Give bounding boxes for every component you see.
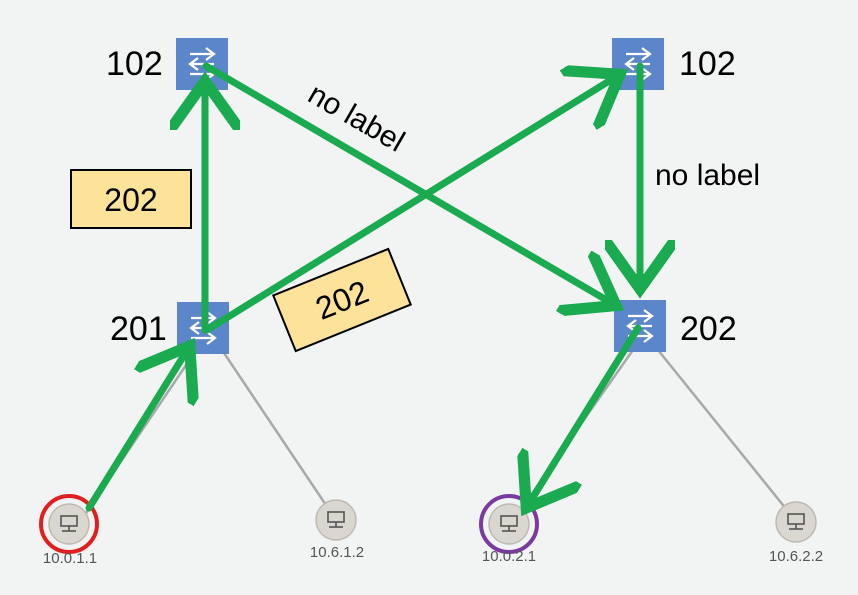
host-icon xyxy=(488,503,530,545)
arrow-s102-left-to-s202 xyxy=(202,62,610,302)
switch-label-top-left: 102 xyxy=(106,45,163,83)
host-icon xyxy=(775,501,817,543)
label-box-left: 202 xyxy=(70,169,192,229)
switch-label-mid-right: 202 xyxy=(680,310,737,348)
switch-icon xyxy=(174,36,230,92)
host-h3[interactable] xyxy=(479,494,539,554)
path-arrows xyxy=(85,62,642,512)
links xyxy=(78,339,796,523)
host-h2[interactable] xyxy=(315,499,357,541)
host-h1[interactable] xyxy=(39,494,99,554)
link-s201-h2 xyxy=(220,349,338,521)
arrow-s202-to-h3 xyxy=(530,324,642,502)
edge-label-right-vertical: no label xyxy=(655,159,760,192)
label-box-left-text: 202 xyxy=(104,182,157,218)
host-h4[interactable] xyxy=(775,501,817,543)
arrow-s201-to-s102-right xyxy=(203,78,614,334)
host-highlight-ring xyxy=(479,494,539,554)
host-label-h1: 10.0.1.1 xyxy=(43,550,97,567)
switch-label-mid-left: 201 xyxy=(110,310,167,348)
host-label-h3: 10.0.2.1 xyxy=(482,548,536,565)
switch-top-left[interactable] xyxy=(174,36,230,92)
host-icon xyxy=(48,503,90,545)
host-highlight-ring xyxy=(39,494,99,554)
host-label-h2: 10.6.1.2 xyxy=(310,544,364,561)
label-box-rotated: 202 xyxy=(271,247,413,353)
host-icon xyxy=(315,499,357,541)
host-label-h4: 10.6.2.2 xyxy=(769,548,823,565)
link-s202-h4 xyxy=(657,349,796,521)
switch-label-top-right: 102 xyxy=(679,45,736,83)
arrow-h1-to-s201 xyxy=(85,352,186,512)
edge-label-cross: no label xyxy=(303,77,411,158)
